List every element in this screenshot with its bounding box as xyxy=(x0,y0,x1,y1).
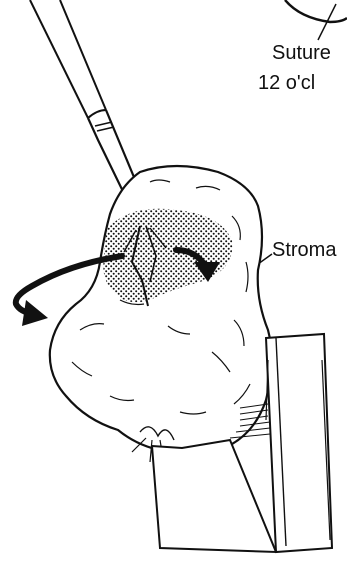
suture-label: Suture xyxy=(272,40,331,66)
stroma-label: Stroma xyxy=(272,237,336,263)
clock-position-label: 12 o'cl xyxy=(258,70,315,96)
suture-arc xyxy=(285,0,347,22)
